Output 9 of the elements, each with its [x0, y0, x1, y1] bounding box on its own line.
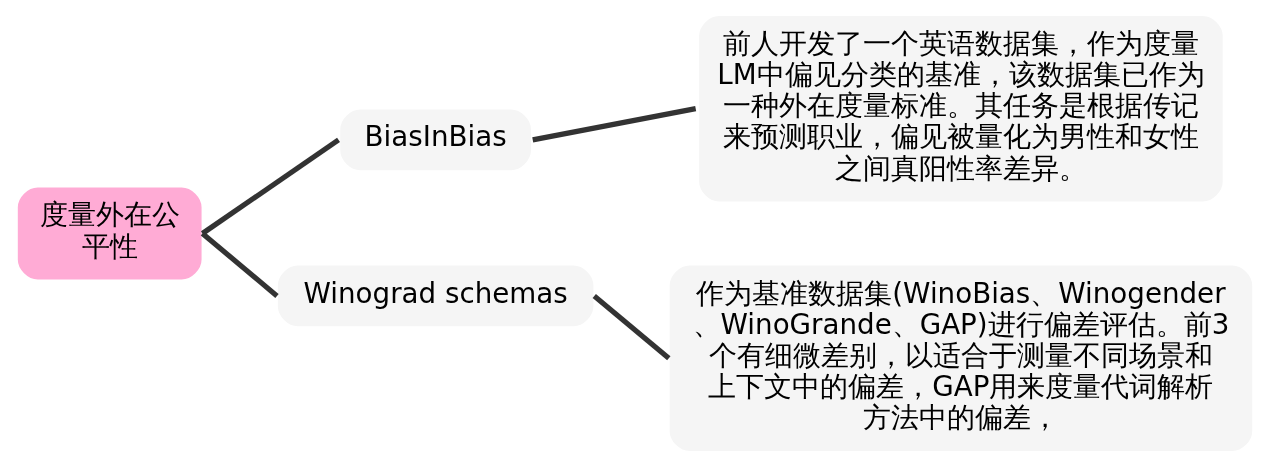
node-box: 度量外在公平性 [15, 185, 203, 282]
node-box: Winograd schemas [275, 263, 595, 328]
connector [200, 231, 279, 298]
node-box: 作为基准数据集(WinoBias、Winogender、WinoGrande、GAP)进行偏差评估。前3个有细微差别，以适合于测量不同场景和上下文中的偏差，GAP用来度量代词解析方法中的偏差， [667, 263, 1254, 453]
connector [531, 106, 696, 143]
connector [592, 293, 670, 361]
node-box: 前人开发了一个英语数据集，作为度量LM中偏见分类的基准，该数据集已作为一种外在度量标准。其任务是根据传记来预测职业，偏见被量化为男性和女性之间真阳性率差异。 [696, 14, 1224, 204]
connector [200, 137, 340, 236]
node-box: BiasInBias [338, 107, 533, 172]
